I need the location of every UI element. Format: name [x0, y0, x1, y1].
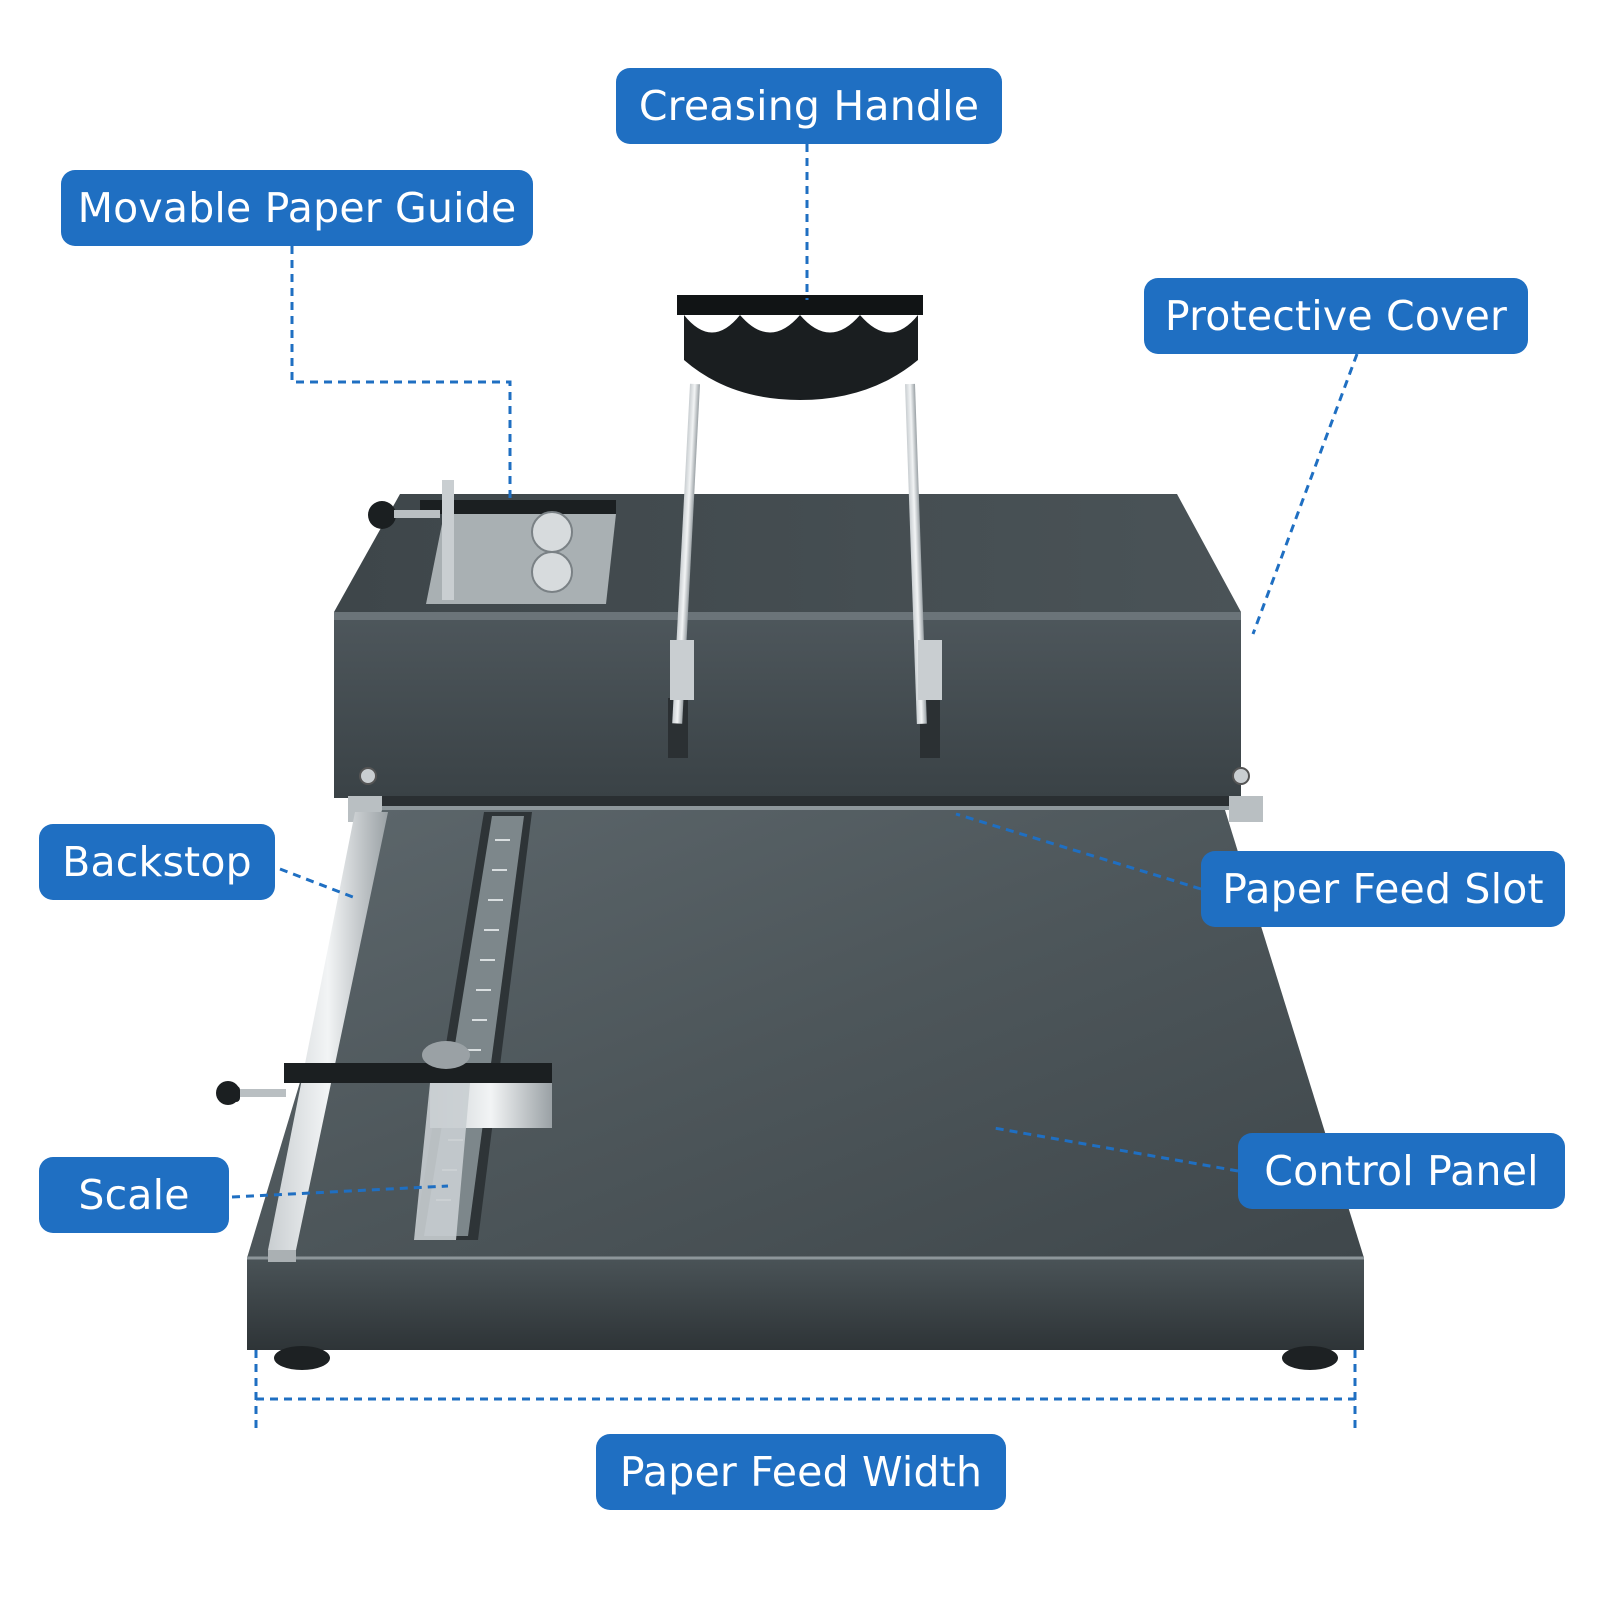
leader-lines	[231, 144, 1359, 1430]
leader-paper-feed-slot	[955, 812, 1202, 891]
leader-movable-paper-guide	[290, 246, 512, 500]
rear-paper-guide	[368, 480, 616, 604]
label-creasing-handle: Creasing Handle	[616, 68, 1002, 144]
label-protective-cover: Protective Cover	[1144, 278, 1528, 354]
label-paper-feed-slot: Paper Feed Slot	[1201, 851, 1565, 927]
control-panel-table	[247, 810, 1364, 1370]
paper-feed-slot	[348, 796, 1263, 822]
backstop-rail	[268, 812, 388, 1262]
leader-protective-cover	[1251, 353, 1359, 635]
label-movable-paper-guide: Movable Paper Guide	[61, 170, 533, 246]
label-scale: Scale	[39, 1157, 229, 1233]
label-backstop: Backstop	[39, 824, 275, 900]
label-paper-feed-width: Paper Feed Width	[596, 1434, 1006, 1510]
label-control-panel: Control Panel	[1238, 1133, 1565, 1209]
creasing-handle	[670, 295, 942, 724]
front-paper-guide	[216, 1041, 552, 1240]
